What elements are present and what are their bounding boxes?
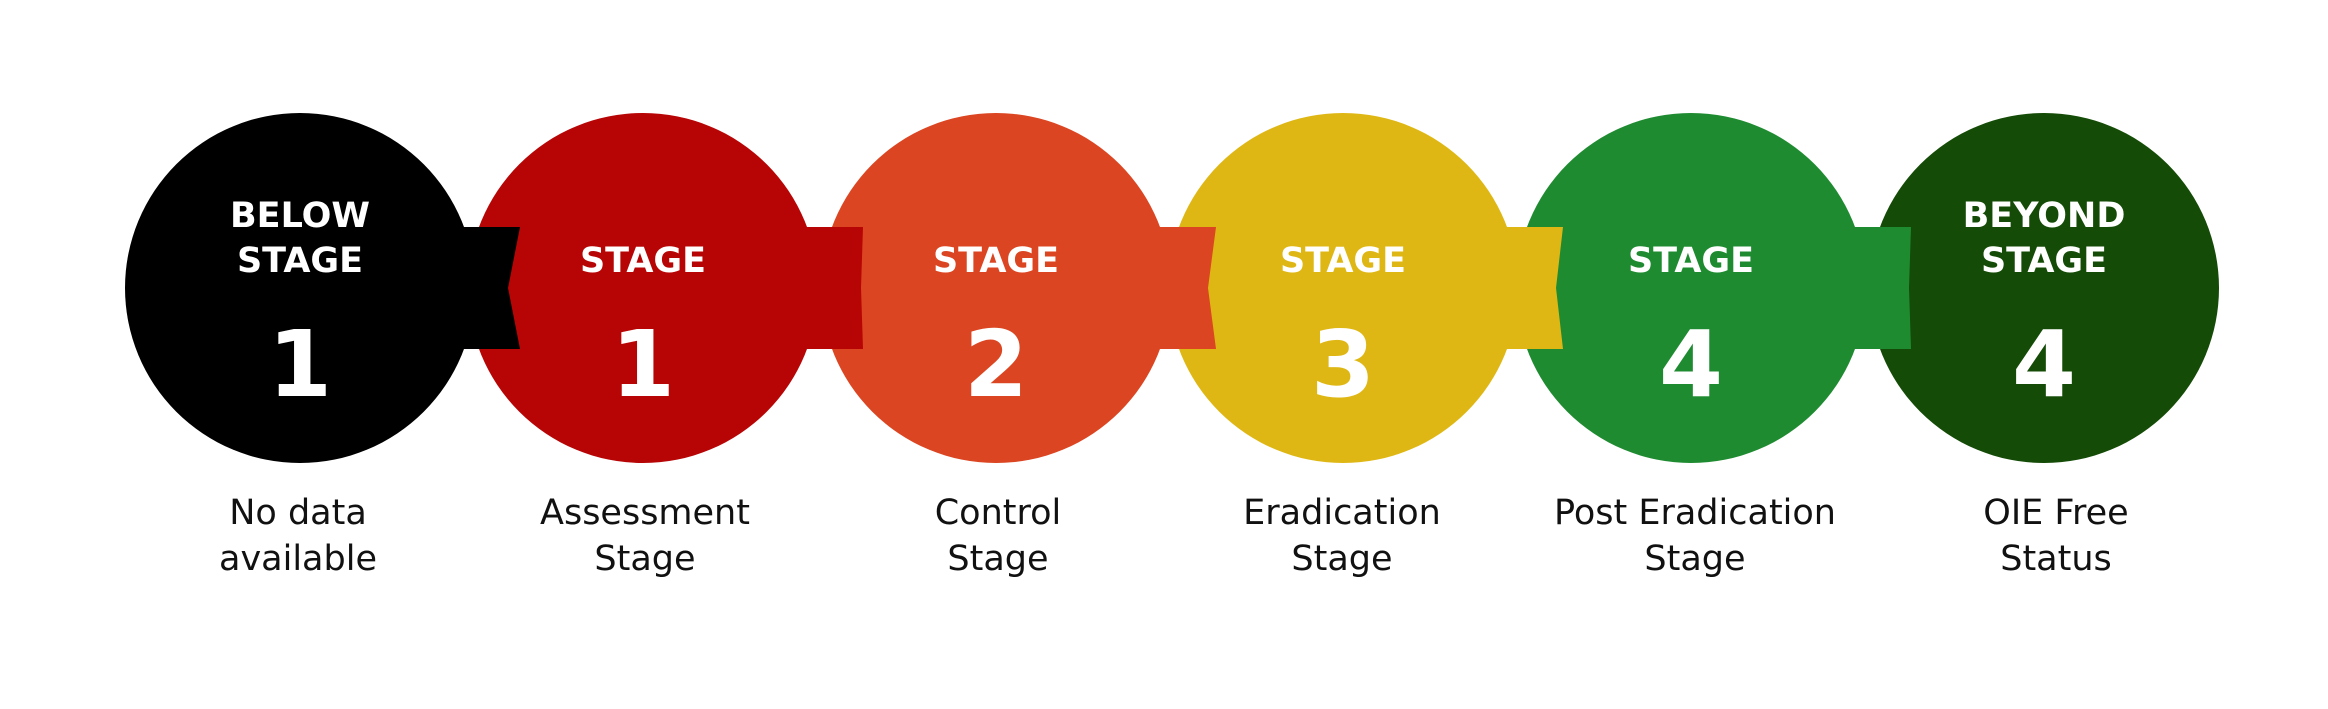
stage-heading-line2: STAGE [1628,241,1754,281]
stage-number: 2 [964,311,1028,418]
stage-caption-line2: Stage [1644,539,1745,579]
stage-caption-line2: Stage [947,539,1048,579]
stage-3 [821,113,1171,463]
stage-circle [1869,113,2219,463]
stage-number: 1 [611,311,675,418]
stage-arrow-connector [1149,227,1216,349]
stage-1 [125,113,475,463]
stage-caption-line1: Control [935,493,1062,533]
stage-heading-line1: BEYOND [1963,196,2126,236]
stage-heading-line2: STAGE [237,241,363,281]
stage-caption-line1: Assessment [540,493,750,533]
stage-number: 3 [1311,311,1375,418]
stage-caption-line1: No data [229,493,367,533]
stage-caption-line2: Stage [594,539,695,579]
stage-2 [468,113,818,463]
stage-heading-line1: BELOW [230,196,370,236]
stage-caption-line1: OIE Free [1983,493,2128,533]
stage-arrow-connector [453,227,520,349]
stage-circle [125,113,475,463]
stage-caption-line1: Post Eradication [1554,493,1836,533]
stage-circle [1516,113,1866,463]
stage-circle [1168,113,1518,463]
stage-heading-line2: STAGE [1981,241,2107,281]
stage-number: 1 [268,311,332,418]
stage-caption-line2: available [219,539,377,579]
stage-arrow-connector [1844,227,1911,349]
stage-heading-line2: STAGE [933,241,1059,281]
stage-arrow-connector [1496,227,1563,349]
stage-caption-line1: Eradication [1243,493,1441,533]
stage-caption-line2: Stage [1291,539,1392,579]
stage-6 [1869,113,2219,463]
stage-number: 4 [1659,311,1723,418]
stage-heading-line2: STAGE [580,241,706,281]
stage-number: 4 [2012,311,2076,418]
stage-4 [1168,113,1518,463]
stage-circle [468,113,818,463]
stage-heading-line2: STAGE [1280,241,1406,281]
stage-arrow-connector [796,227,863,349]
stage-caption-line2: Status [2000,539,2112,579]
stage-circle [821,113,1171,463]
stage-5 [1516,113,1866,463]
